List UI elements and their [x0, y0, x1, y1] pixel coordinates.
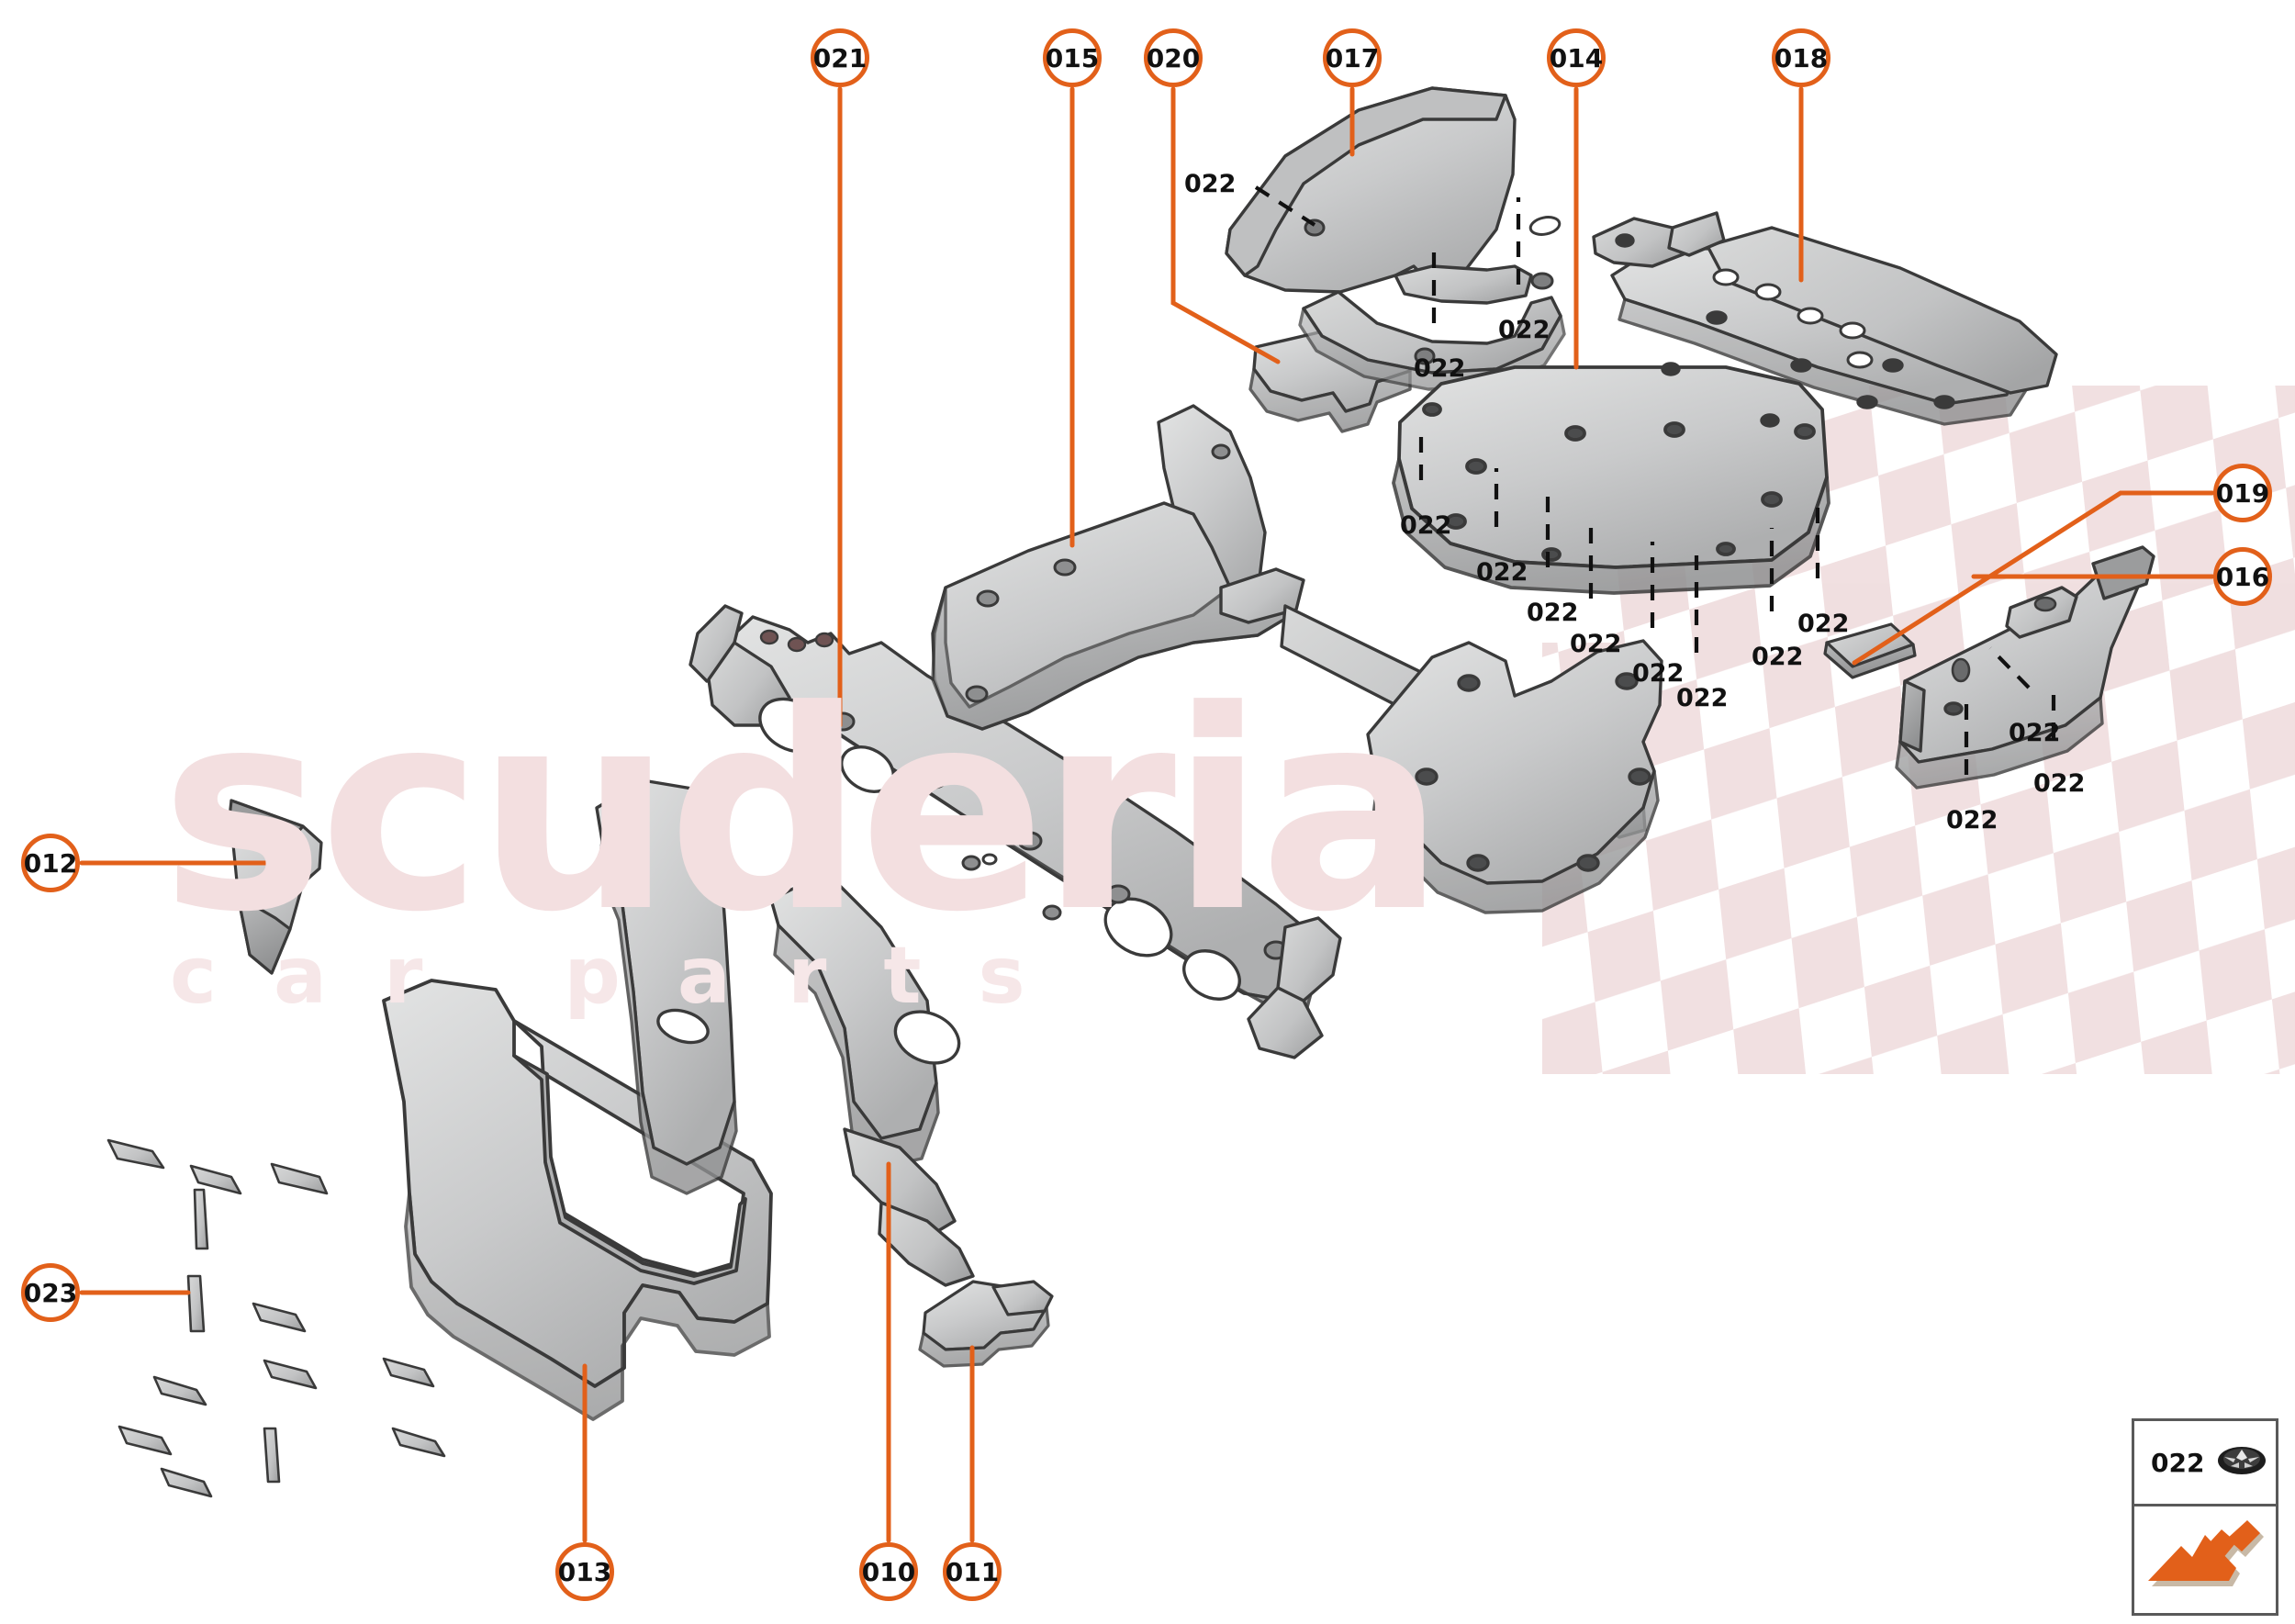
part-021-bulkhead-crossmember — [688, 604, 1342, 1059]
part-010-center-lower-panel — [595, 778, 975, 1287]
callout-018[interactable]: 018 — [1772, 28, 1830, 87]
part-018-side-rail — [1592, 211, 2058, 428]
fastener-tag-022: 022 — [1414, 354, 1466, 383]
part-014-flat-floor-panel — [1392, 365, 1830, 595]
callout-014[interactable]: 014 — [1547, 28, 1606, 87]
fastener-tag-022: 022 — [1476, 558, 1528, 587]
part-017-upper-curved-cover — [1225, 86, 1566, 391]
fastener-tag-022: 022 — [1752, 643, 1804, 671]
part-023-thin-strips-group — [106, 1138, 446, 1498]
callout-013[interactable]: 013 — [555, 1542, 614, 1601]
fastener-tag-022: 022 — [1676, 684, 1729, 712]
fastener-tag-022: 022 — [1946, 806, 1998, 834]
fastener-tag-022: 022 — [1400, 511, 1452, 540]
fastener-tag-022: 022 — [2033, 769, 2086, 798]
clip-grommet-icon — [2217, 1446, 2267, 1479]
part-012-left-wedge — [228, 799, 323, 975]
legend-row-022: 022 — [2134, 1421, 2276, 1506]
callout-023[interactable]: 023 — [21, 1263, 80, 1322]
part-016-right-trim-panel — [1895, 545, 2155, 790]
callout-012[interactable]: 012 — [21, 834, 80, 892]
brand-logo — [2134, 1506, 2276, 1613]
fastener-tag-022: 022 — [1632, 659, 1685, 688]
part-019-flat-shim — [1823, 622, 1917, 679]
callout-020[interactable]: 020 — [1144, 28, 1203, 87]
callout-019[interactable]: 019 — [2213, 464, 2272, 522]
legend-part-number: 022 — [2151, 1447, 2205, 1478]
fastener-tag-022: 022 — [1498, 316, 1551, 344]
part-right-lower-wheel-arch-panel — [1366, 639, 1663, 914]
callout-015[interactable]: 015 — [1043, 28, 1102, 87]
fastener-tag-022: 022 — [1184, 170, 1237, 198]
callout-021[interactable]: 021 — [811, 28, 869, 87]
legend-box: 022 — [2132, 1418, 2278, 1616]
fastener-tag-022: 022 — [2009, 719, 2061, 747]
fastener-leader-lines — [1254, 185, 2056, 775]
fastener-tag-022: 022 — [1527, 599, 1579, 627]
callout-011[interactable]: 011 — [943, 1542, 1002, 1601]
callout-017[interactable]: 017 — [1323, 28, 1382, 87]
fastener-tag-022: 022 — [1797, 610, 1850, 638]
callout-leader-lines — [79, 86, 2215, 1543]
part-013-lower-left-insulation-panel — [382, 979, 773, 1421]
part-011-small-bottom-bracket — [918, 1280, 1054, 1368]
callout-016[interactable]: 016 — [2213, 547, 2272, 606]
fastener-tag-022: 022 — [1570, 630, 1622, 658]
callout-010[interactable]: 010 — [859, 1542, 918, 1601]
